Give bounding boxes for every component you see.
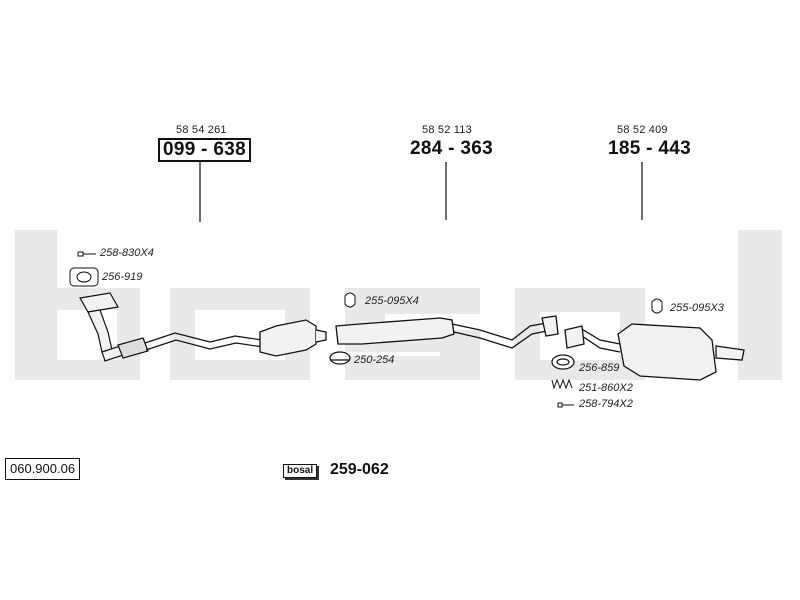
part-ref-1: 58 54 261 bbox=[176, 124, 227, 136]
accessory-label[interactable]: 255-095X4 bbox=[365, 295, 419, 307]
ring-clamp-icon bbox=[329, 351, 351, 365]
part-ref-3: 58 52 409 bbox=[617, 124, 668, 136]
screw-icon bbox=[557, 402, 574, 408]
accessory-label[interactable]: 255-095X3 bbox=[670, 302, 724, 314]
seal-ring-icon bbox=[551, 354, 575, 370]
clamp-icon-rear bbox=[651, 298, 663, 314]
part-code-1[interactable]: 099 - 638 bbox=[158, 138, 251, 162]
rear-silencer bbox=[564, 323, 745, 381]
accessory-label[interactable]: 258-830X4 bbox=[100, 247, 154, 259]
accessory-label[interactable]: 251-860X2 bbox=[579, 382, 633, 394]
mid-pipe bbox=[144, 332, 264, 351]
clamp-icon bbox=[344, 292, 356, 308]
bolt-icon bbox=[77, 251, 96, 257]
part-code-3[interactable]: 185 - 443 bbox=[608, 138, 691, 159]
diagram-code: 060.900.06 bbox=[5, 458, 81, 480]
part-code-2[interactable]: 284 - 363 bbox=[410, 138, 493, 159]
spring-icon bbox=[551, 378, 573, 390]
accessory-label[interactable]: 250-254 bbox=[354, 354, 395, 366]
accessory-label[interactable]: 258-794X2 bbox=[579, 398, 633, 410]
kit-code[interactable]: 259-062 bbox=[330, 461, 389, 478]
centre-silencer bbox=[335, 315, 559, 349]
accessory-label[interactable]: 256-859 bbox=[579, 362, 620, 374]
bosal-logo: bosal bbox=[283, 464, 318, 478]
part-ref-2: 58 52 113 bbox=[422, 124, 472, 136]
front-pipe bbox=[79, 292, 149, 362]
gasket-icon bbox=[69, 267, 99, 287]
accessory-label[interactable]: 256-919 bbox=[102, 271, 143, 283]
catalytic-converter bbox=[259, 319, 327, 357]
